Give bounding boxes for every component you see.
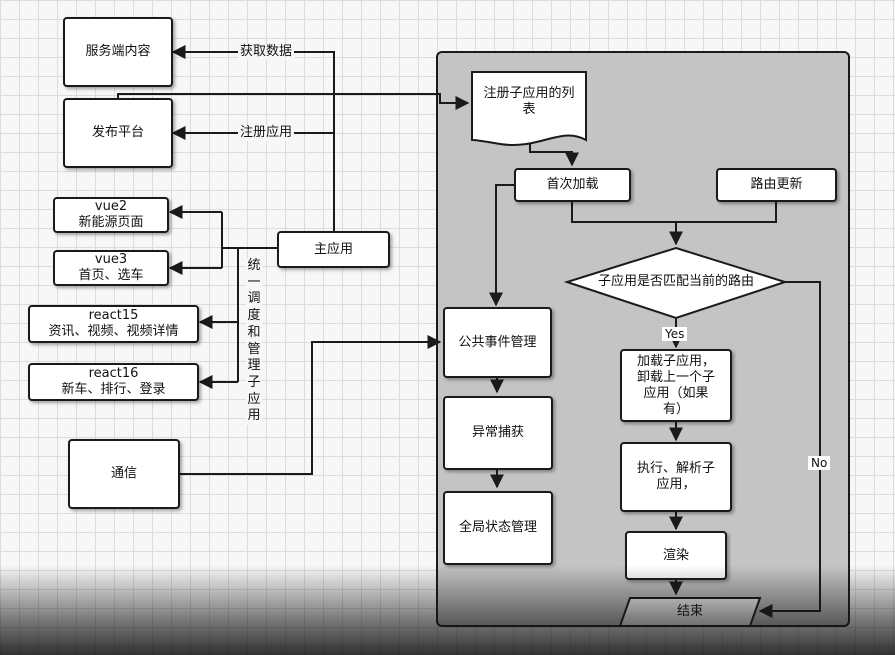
label-no: No bbox=[808, 456, 831, 470]
edge-first-load-to-match bbox=[571, 202, 683, 246]
node-first-load: 首次加载 bbox=[514, 168, 631, 202]
node-global-state: 全局状态管理 bbox=[443, 491, 553, 565]
node-load-subapp: 加载子应用， 卸载上一个子 应用（如果 有） bbox=[620, 349, 732, 422]
node-vue2: vue2 新能源页面 bbox=[53, 197, 169, 233]
label-yes: Yes bbox=[662, 327, 688, 341]
node-react16: react16 新车、排行、登录 bbox=[28, 363, 199, 401]
label-unified-management: 统一调度和管理子应用 bbox=[246, 258, 262, 426]
edge-route-to-match bbox=[676, 202, 777, 223]
node-subapp-list-label: 注册子应用的列 表 bbox=[483, 86, 575, 117]
node-execute-parse: 执行、解析子 应用， bbox=[620, 442, 732, 512]
edge-fetch-data bbox=[171, 45, 335, 233]
node-react15: react15 资讯、视频、视频详情 bbox=[28, 305, 199, 343]
edge-publish-to-list bbox=[117, 93, 470, 110]
label-fetch-data: 获取数据 bbox=[238, 44, 295, 60]
node-publish-platform: 发布平台 bbox=[63, 98, 173, 168]
node-vue3: vue3 首页、选车 bbox=[53, 250, 169, 286]
node-match-route-label: 子应用是否匹配当前的路由 bbox=[597, 274, 754, 289]
match-route-diamond bbox=[563, 246, 789, 320]
node-main-app: 主应用 bbox=[277, 231, 390, 268]
edge-comm-to-event bbox=[180, 335, 442, 475]
edge-list-to-first-load bbox=[529, 140, 579, 167]
edge-first-load-to-event bbox=[489, 184, 514, 307]
node-route-update: 路由更新 bbox=[716, 168, 837, 202]
subapp-list-shape bbox=[471, 71, 587, 146]
node-public-event: 公共事件管理 bbox=[443, 307, 552, 378]
node-exception-capture: 异常捕获 bbox=[443, 396, 553, 470]
node-communication: 通信 bbox=[68, 439, 180, 509]
node-end-label: 结束 bbox=[676, 604, 703, 619]
label-register-app: 注册应用 bbox=[238, 125, 295, 141]
node-server-content: 服务端内容 bbox=[63, 17, 173, 87]
node-render: 渲染 bbox=[625, 531, 727, 580]
